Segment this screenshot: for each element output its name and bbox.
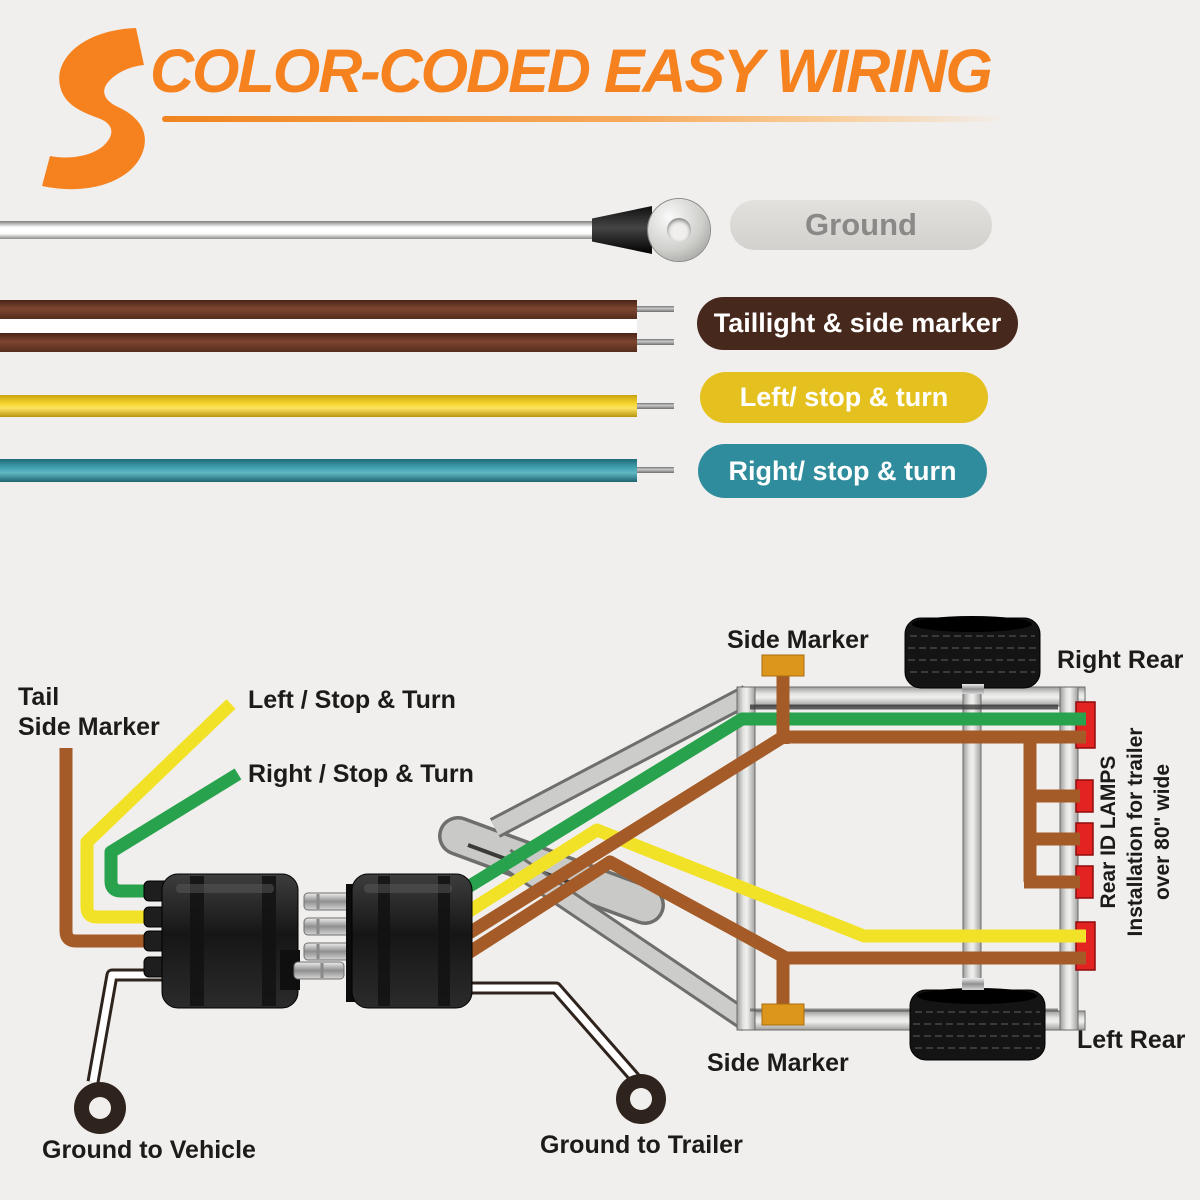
left-pill-label: Left/ stop & turn	[739, 382, 949, 412]
brown-wire-gap	[0, 319, 637, 333]
page-title: COLOR-CODED EASY WIRING	[150, 37, 993, 105]
brown-wire-lower	[444, 855, 1086, 972]
wire-tip	[637, 339, 674, 345]
wheel-bottom	[909, 978, 1046, 1061]
ground-ring-trailer	[616, 1074, 666, 1124]
ring-terminal-hole	[667, 218, 691, 242]
wire-tip	[637, 467, 674, 473]
ground-ring-vehicle	[74, 1082, 126, 1134]
rear-id-note-line2: Installation for trailer	[1123, 727, 1147, 937]
wire-tip	[637, 403, 674, 409]
connector-male	[303, 873, 473, 1009]
title-underline	[162, 116, 1007, 122]
side-marker-bottom-lamp	[761, 1003, 805, 1026]
label-left-stop-turn: Left / Stop & Turn	[248, 686, 456, 714]
s-swoosh-shape	[42, 28, 145, 190]
label-ground-to-trailer: Ground to Trailer	[540, 1131, 743, 1159]
rear-id-note-line3: over 80" wide	[1150, 763, 1174, 901]
taillight-pill-label: Taillight & side marker	[713, 308, 1002, 338]
brown-wire-conductor-1	[0, 300, 637, 319]
rear-id-note-line1: Rear ID LAMPS	[1097, 755, 1120, 909]
yellow-wire-trailer	[448, 823, 1086, 943]
yellow-wire-vehicle	[80, 699, 236, 924]
trailer-tongue	[438, 685, 755, 1032]
trailer-wiring-diagram	[59, 616, 1096, 1134]
label-side-marker-bottom: Side Marker	[707, 1049, 849, 1077]
trailer-side-wires	[444, 664, 1086, 1083]
label-tail-side-marker-line1: Tail	[18, 683, 60, 711]
vehicle-side-wires	[59, 699, 242, 1084]
green-wire-trailer	[451, 712, 1086, 901]
white-ground-wire	[0, 221, 598, 239]
label-right-stop-turn: Right / Stop & Turn	[248, 760, 474, 788]
connector-pin	[293, 961, 345, 980]
label-side-marker-top: Side Marker	[727, 626, 869, 654]
label-rear-id-lamps-note: Rear ID LAMPS Installation for trailer o…	[1096, 712, 1176, 952]
brand-s-logo-icon	[42, 28, 145, 190]
ring-terminal-icon	[648, 199, 710, 261]
teal-wire	[0, 459, 637, 482]
label-left-rear: Left Rear	[1077, 1026, 1186, 1054]
ring-terminal-sleeve	[592, 206, 652, 254]
ground-wire-trailer	[455, 981, 640, 1083]
left-stop-turn-pill: Left/ stop & turn	[700, 372, 988, 423]
label-tail-side-marker-line2: Side Marker	[18, 713, 160, 741]
label-right-rear: Right Rear	[1057, 646, 1184, 674]
ground-pill: Ground	[730, 200, 992, 250]
wire-tip	[637, 306, 674, 312]
brown-id-lamp-trunk	[1023, 731, 1080, 889]
side-marker-top-lamp	[761, 654, 805, 677]
brown-wire-conductor-2	[0, 333, 637, 352]
brown-wire-vehicle	[59, 748, 176, 948]
right-stop-turn-pill: Right/ stop & turn	[698, 444, 987, 498]
ground-pill-label: Ground	[805, 207, 917, 242]
yellow-wire	[0, 395, 637, 417]
green-wire-vehicle	[104, 768, 242, 898]
connector-female	[143, 873, 345, 1009]
label-ground-to-vehicle: Ground to Vehicle	[42, 1136, 256, 1164]
wheel-top	[904, 616, 1041, 694]
right-pill-label: Right/ stop & turn	[728, 455, 957, 486]
header: COLOR-CODED EASY WIRING	[0, 0, 1200, 200]
taillight-pill: Taillight & side marker	[697, 297, 1018, 350]
